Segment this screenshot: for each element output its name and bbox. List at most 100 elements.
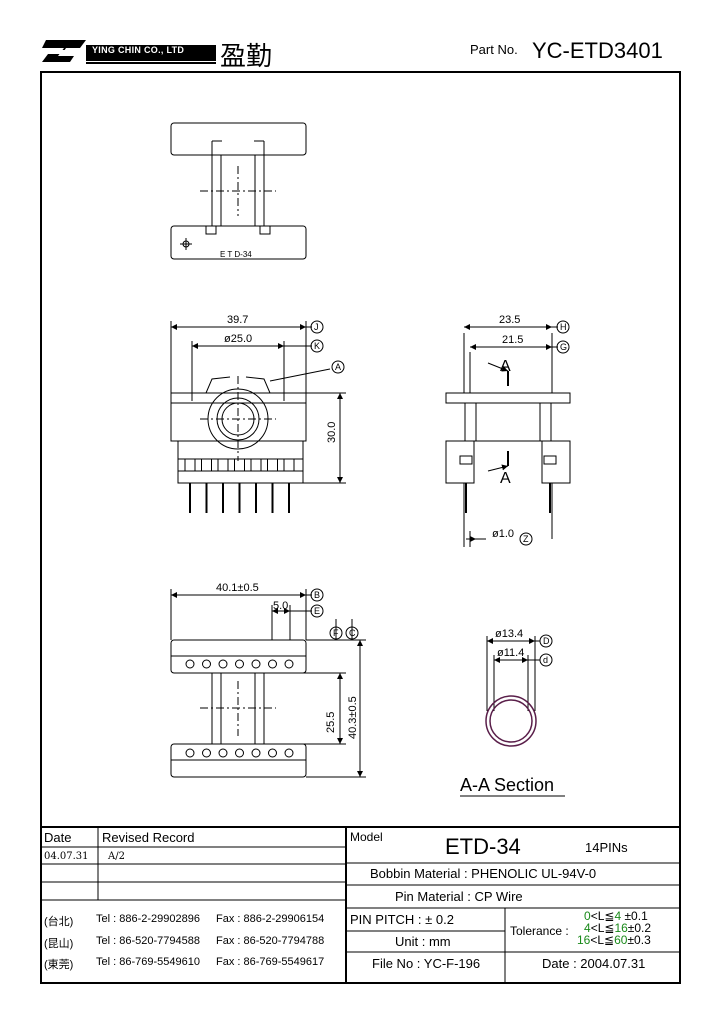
side-pin-slot [459, 455, 473, 465]
dim-40-3: 40.3±0.5 [347, 696, 359, 739]
contact-kunshan-tel: Tel : 86-520-7794588 [96, 935, 200, 947]
tolerance-row-3-tol: ±0.3 [627, 933, 651, 947]
revision-date-header: Date [44, 830, 72, 845]
model-label: Model [350, 830, 383, 844]
svg-text:G: G [560, 342, 567, 352]
part-no-label: Part No. [470, 42, 518, 57]
tolerance-row-3-hi: 60 [614, 933, 628, 947]
bottom-pin-bottom [185, 748, 195, 758]
revision-row-1-record: A/2 [108, 851, 125, 862]
tolerance-row-2: 4<L≦16±0.2 [584, 922, 651, 934]
side-view-pins [459, 455, 557, 513]
side-view [445, 324, 571, 547]
svg-text:J: J [314, 322, 319, 332]
contact-taipei-tel: Tel : 886-2-29902896 [96, 913, 200, 925]
header: YING CHIN CO., LTD 盈勤 Part No. YC-ETD340… [0, 0, 720, 72]
marker-d-upper: D [539, 634, 553, 648]
marker-a: A [331, 360, 345, 374]
dim-25-5: 25.5 [325, 712, 337, 733]
model-value: ETD-34 [445, 834, 521, 859]
bottom-pin-bottom [202, 748, 211, 758]
marker-e: E [310, 604, 324, 618]
marker-b: B [310, 588, 324, 602]
svg-text:K: K [314, 341, 320, 351]
svg-text:F: F [333, 628, 339, 638]
bottom-pin-bottom [268, 748, 277, 758]
marker-h: H [556, 320, 570, 334]
dim-5-0: 5.0 [273, 600, 288, 612]
revision-row-1-date: 04.07.31 [44, 851, 89, 862]
section-marker-top: A [500, 358, 511, 375]
front-pin-slot [267, 458, 278, 472]
tolerance-row-3-lo: 16 [577, 933, 591, 947]
bottom-view-pins [185, 659, 294, 758]
bottom-pin-top [251, 659, 261, 669]
dim-1-0: ø1.0 [492, 528, 514, 540]
tolerance-row-3: 16<L≦60±0.3 [577, 934, 651, 946]
pin-pitch: PIN PITCH : ± 0.2 [350, 912, 454, 927]
bottom-pin-top [202, 659, 211, 669]
marker-d-lower: d [539, 653, 553, 667]
section-title: A-A Section [460, 775, 554, 795]
bottom-view [170, 589, 366, 778]
tolerance-row-2-lo: 4 [584, 921, 591, 935]
company-name-bar: YING CHIN CO., LTD [86, 45, 216, 61]
bottom-pin-bottom [235, 748, 244, 758]
contact-kunshan-region: (昆山) [44, 938, 74, 950]
bottom-pin-top [218, 659, 228, 669]
pin-material: Pin Material : CP Wire [395, 889, 523, 904]
contact-dongguan-tel: Tel : 86-769-5549610 [96, 956, 200, 968]
dim-11-4: ø11.4 [497, 647, 524, 659]
section-outer-circle [485, 695, 537, 747]
front-pin-slot [283, 458, 295, 472]
front-pin-slot [234, 458, 245, 472]
bobbin-material: Bobbin Material : PHENOLIC UL-94V-0 [370, 866, 597, 881]
drawing-frame [40, 71, 681, 984]
tolerance-label: Tolerance : [510, 924, 569, 938]
svg-text:A: A [335, 362, 341, 372]
front-pin-slot [217, 458, 229, 472]
bottom-pin-top [185, 659, 195, 669]
company-logo [42, 40, 86, 62]
tolerance-row-1-op: <L≦ [590, 909, 615, 923]
marker-f: F [329, 626, 343, 640]
svg-text:D: D [543, 636, 550, 646]
svg-text:H: H [560, 322, 567, 332]
tolerance-row-1: 0<L≦4 ±0.1 [584, 910, 648, 922]
dim-13-4: ø13.4 [495, 628, 523, 640]
bottom-pin-bottom [218, 748, 228, 758]
contact-taipei-region: (台北) [44, 916, 74, 928]
front-pin-slot [184, 458, 196, 472]
dim-30-0: 30.0 [326, 422, 338, 443]
dim-25-0: ø25.0 [224, 333, 252, 345]
marker-z: Z [519, 532, 533, 546]
dim-23-5: 23.5 [499, 314, 520, 326]
svg-text:Z: Z [523, 534, 529, 544]
bottom-pin-bottom [284, 748, 294, 758]
company-chinese-name: 盈勤 [220, 42, 273, 72]
marker-k: K [310, 339, 324, 353]
company-name: YING CHIN CO., LTD [92, 45, 185, 55]
bottom-pin-top [284, 659, 294, 669]
contact-dongguan-region: (東莞) [44, 959, 74, 971]
bottom-pin-bottom [251, 748, 261, 758]
front-view-pins [184, 458, 295, 513]
bottom-pin-top [268, 659, 277, 669]
unit: Unit : mm [395, 934, 451, 949]
front-view [170, 321, 346, 484]
file-no: File No : YC-F-196 [372, 956, 481, 971]
tolerance-row-2-tol: ±0.2 [627, 921, 652, 935]
dim-21-5: 21.5 [502, 334, 523, 346]
tolerance-row-2-op: <L≦ [590, 921, 615, 935]
pin-count: 14PINs [585, 840, 628, 855]
marker-g: G [556, 340, 570, 354]
title-block-lines [40, 826, 681, 984]
side-pin-slot [543, 455, 557, 465]
section-marker-bottom: A [500, 470, 511, 487]
dim-40-1: 40.1±0.5 [216, 582, 259, 594]
bottom-pin-top [235, 659, 244, 669]
section-inner-circle [489, 699, 533, 743]
top-view [170, 122, 307, 260]
svg-text:B: B [314, 590, 320, 600]
contact-kunshan-fax: Fax : 86-520-7794788 [216, 935, 325, 947]
